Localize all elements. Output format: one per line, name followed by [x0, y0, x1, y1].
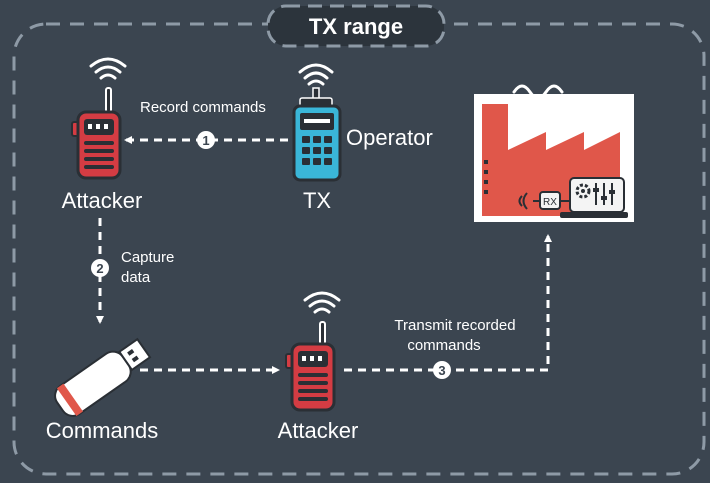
- step-3-label-line2: commands: [407, 337, 480, 354]
- title-text: TX range: [309, 14, 403, 39]
- wifi-icon: [303, 291, 341, 314]
- attacker-bottom-label: Attacker: [278, 418, 359, 443]
- wifi-icon: [298, 63, 334, 86]
- step-1-label: Record commands: [140, 99, 266, 116]
- step-3-number: 3: [438, 363, 445, 378]
- title-box: TX range: [266, 4, 446, 48]
- walkie-talkie-icon: [285, 321, 336, 412]
- step-2-label-line1: Capture: [121, 249, 174, 266]
- step-1-number: 1: [202, 133, 209, 148]
- step-2-number: 2: [96, 261, 103, 276]
- attacker-top-label: Attacker: [62, 188, 143, 213]
- gear-icon: [575, 183, 591, 199]
- tx-range-border: [12, 22, 706, 476]
- wifi-icon: [89, 57, 127, 80]
- attacker-top-radio: Attacker: [62, 57, 143, 213]
- step-3: 3 Transmit recorded commands: [394, 317, 516, 379]
- step-2: 2 Capture data: [91, 249, 174, 286]
- operator-label: Operator: [346, 125, 433, 150]
- step-3-label-line1: Transmit recorded: [394, 317, 515, 334]
- attacker-bottom-radio: Attacker: [278, 291, 359, 443]
- factory-icon: RX: [474, 84, 634, 222]
- arrow-transmit: [344, 234, 552, 372]
- remote-transmitter-icon: [292, 87, 342, 182]
- walkie-talkie-icon: [71, 87, 122, 180]
- rx-label: RX: [543, 197, 557, 208]
- commands-label: Commands: [46, 418, 158, 443]
- tx-label: TX: [303, 188, 331, 213]
- tx-transmitter: TX: [292, 63, 342, 213]
- step-1: 1 Record commands: [140, 99, 266, 149]
- step-2-label-line2: data: [121, 269, 151, 286]
- usb-drive-icon: [54, 337, 152, 417]
